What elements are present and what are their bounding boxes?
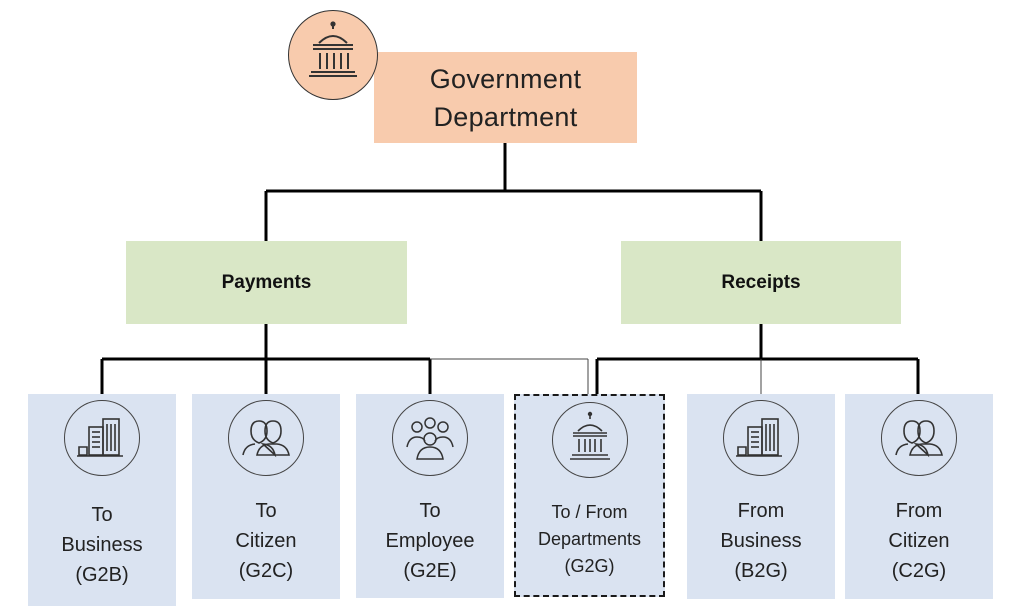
- leaf-label-line3: (G2B): [75, 564, 129, 586]
- leaf-to-citizen: To Citizen (G2C): [192, 394, 340, 599]
- leaf-label: To / From Departments (G2G): [516, 499, 663, 580]
- leaf-to-from-departments: To / From Departments (G2G): [514, 394, 665, 597]
- leaf-label-line1: To: [255, 500, 277, 522]
- citizens-icon: [881, 400, 957, 476]
- government-building-icon: [551, 402, 628, 478]
- root-title: Government Department: [430, 60, 582, 136]
- leaf-label-line3: (G2C): [238, 560, 294, 582]
- government-building-icon: [288, 10, 378, 100]
- leaf-label-line2: Citizen: [235, 530, 297, 552]
- employees-icon: [392, 400, 468, 476]
- leaf-label: To Citizen (G2C): [192, 496, 340, 586]
- leaf-to-employee: To Employee (G2E): [356, 394, 504, 598]
- leaf-label-line1: From: [737, 500, 785, 522]
- category-payments: Payments: [126, 241, 407, 324]
- leaf-label-line2: Departments: [537, 529, 642, 549]
- leaf-from-business: From Business (B2G): [687, 394, 835, 599]
- office-building-icon: [64, 400, 140, 476]
- leaf-label-line3: (G2E): [403, 560, 457, 582]
- citizens-icon: [228, 400, 304, 476]
- leaf-label-line2: Citizen: [888, 530, 950, 552]
- root-title-line2: Department: [433, 101, 578, 132]
- category-payments-label: Payments: [221, 271, 312, 293]
- leaf-from-citizen: From Citizen (C2G): [845, 394, 993, 599]
- leaf-label-line3: (B2G): [734, 560, 788, 582]
- leaf-label: To Employee (G2E): [356, 496, 504, 586]
- leaf-label-line1: To / From: [551, 502, 628, 522]
- category-receipts: Receipts: [621, 241, 901, 324]
- leaf-label-line1: From: [895, 500, 943, 522]
- root-title-line1: Government: [429, 63, 582, 94]
- root-node: Government Department: [374, 52, 637, 143]
- leaf-label: From Business (B2G): [687, 496, 835, 586]
- office-building-icon: [723, 400, 799, 476]
- leaf-label-line3: (G2G): [564, 556, 615, 576]
- leaf-label-line3: (C2G): [891, 560, 947, 582]
- leaf-label: To Business (G2B): [28, 500, 176, 590]
- leaf-label-line2: Business: [61, 534, 143, 556]
- leaf-label-line1: To: [91, 504, 113, 526]
- leaf-label-line2: Business: [720, 530, 802, 552]
- leaf-label: From Citizen (C2G): [845, 496, 993, 586]
- leaf-label-line1: To: [419, 500, 441, 522]
- leaf-label-line2: Employee: [385, 530, 475, 552]
- category-receipts-label: Receipts: [721, 271, 801, 293]
- leaf-to-business: To Business (G2B): [28, 394, 176, 606]
